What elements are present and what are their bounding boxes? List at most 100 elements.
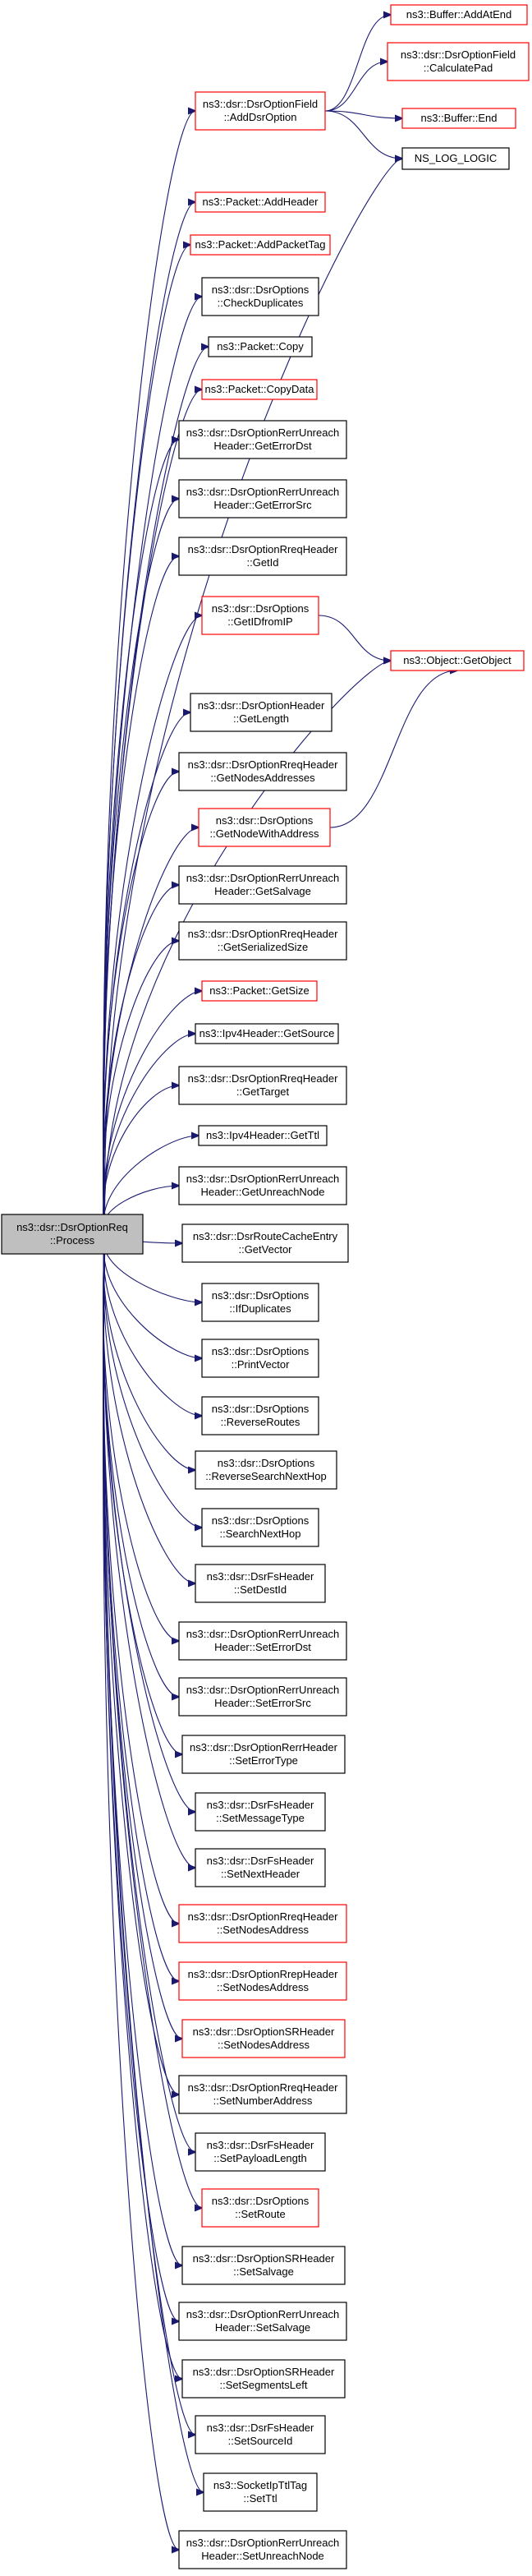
node-checkduplicates[interactable]: ns3::dsr::DsrOptions::CheckDuplicates	[201, 277, 319, 316]
node-getsource[interactable]: ns3::Ipv4Header::GetSource	[195, 1023, 339, 1044]
node-gettarget[interactable]: ns3::dsr::DsrOptionRreqHeader::GetTarget	[178, 1066, 347, 1105]
node-searchnexthop[interactable]: ns3::dsr::DsrOptions::SearchNextHop	[201, 1508, 319, 1547]
node-rerr-geterrorsrc[interactable]: ns3::dsr::DsrOptionRerrUnreachHeader::Ge…	[178, 479, 347, 518]
node-box[interactable]	[178, 921, 347, 961]
node-getobject[interactable]: ns3::Object::GetObject	[390, 650, 525, 671]
node-box[interactable]	[178, 479, 347, 518]
node-box[interactable]	[208, 336, 313, 357]
node-rreq-setnodesaddress[interactable]: ns3::dsr::DsrOptionRreqHeader::SetNodesA…	[178, 1904, 347, 1943]
node-addheader[interactable]: ns3::Packet::AddHeader	[195, 191, 326, 213]
node-box[interactable]	[1, 1214, 144, 1255]
node-getnodesaddresses[interactable]: ns3::dsr::DsrOptionRreqHeader::GetNodesA…	[178, 752, 347, 791]
node-setttl[interactable]: ns3::SocketIpTtlTag::SetTtl	[203, 2472, 318, 2512]
node-rrep-setnodesaddress[interactable]: ns3::dsr::DsrOptionRrepHeader::SetNodesA…	[178, 1961, 347, 2001]
node-box[interactable]	[195, 1792, 326, 1832]
node-box[interactable]	[198, 808, 331, 847]
node-box[interactable]	[178, 2302, 347, 2341]
node-copy[interactable]: ns3::Packet::Copy	[208, 336, 313, 357]
node-setdestid[interactable]: ns3::dsr::DsrFsHeader::SetDestId	[195, 1564, 326, 1603]
node-setsourceid[interactable]: ns3::dsr::DsrFsHeader::SetSourceId	[195, 2415, 326, 2454]
node-getunreachnode[interactable]: ns3::dsr::DsrOptionRerrUnreachHeader::Ge…	[178, 1166, 347, 1205]
node-getvector[interactable]: ns3::dsr::DsrRouteCacheEntry::GetVector	[181, 1223, 349, 1263]
node-copydata[interactable]: ns3::Packet::CopyData	[201, 379, 318, 400]
node-box[interactable]	[195, 2132, 326, 2172]
node-box[interactable]	[201, 1396, 319, 1435]
node-getnodewithaddress[interactable]: ns3::dsr::DsrOptions::GetNodeWithAddress	[198, 808, 331, 847]
node-rerr-seterrordst[interactable]: ns3::dsr::DsrOptionRerrUnreachHeader::Se…	[178, 1621, 347, 1661]
node-box[interactable]	[195, 2415, 326, 2454]
node-box[interactable]	[190, 693, 332, 732]
node-adddsroption[interactable]: ns3::dsr::DsrOptionField::AddDsrOption	[195, 91, 326, 131]
node-box[interactable]	[401, 108, 516, 129]
node-reversesearchnexthop[interactable]: ns3::dsr::DsrOptions::ReverseSearchNextH…	[195, 1450, 337, 1490]
node-setmessagetype[interactable]: ns3::dsr::DsrFsHeader::SetMessageType	[195, 1792, 326, 1832]
node-box[interactable]	[201, 277, 319, 316]
node-seterrortype[interactable]: ns3::dsr::DsrOptionRerrHeader::SetErrorT…	[181, 1735, 346, 1774]
node-box[interactable]	[178, 2075, 347, 2114]
node-setpayloadlength[interactable]: ns3::dsr::DsrFsHeader::SetPayloadLength	[195, 2132, 326, 2172]
node-box[interactable]	[178, 1677, 347, 1717]
node-printvector[interactable]: ns3::dsr::DsrOptions::PrintVector	[201, 1339, 319, 1378]
node-addpackettag[interactable]: ns3::Packet::AddPacketTag	[190, 234, 331, 256]
node-box[interactable]	[178, 420, 347, 459]
node-root[interactable]: ns3::dsr::DsrOptionReq::Process	[1, 1214, 144, 1255]
node-box[interactable]	[178, 865, 347, 905]
node-setsegmentsleft[interactable]: ns3::dsr::DsrOptionSRHeader::SetSegments…	[181, 2359, 346, 2399]
node-getidfromip[interactable]: ns3::dsr::DsrOptions::GetIDfromIP	[201, 596, 319, 635]
node-rerr-getsalvage[interactable]: ns3::dsr::DsrOptionRerrUnreachHeader::Ge…	[178, 865, 347, 905]
node-box[interactable]	[178, 1961, 347, 2001]
node-box[interactable]	[178, 1066, 347, 1105]
node-rerr-geterrordst[interactable]: ns3::dsr::DsrOptionRerrUnreachHeader::Ge…	[178, 420, 347, 459]
node-box[interactable]	[190, 234, 331, 256]
node-ifduplicates[interactable]: ns3::dsr::DsrOptions::IfDuplicates	[201, 1283, 319, 1322]
node-box[interactable]	[178, 1904, 347, 1943]
node-setnumberaddress[interactable]: ns3::dsr::DsrOptionRreqHeader::SetNumber…	[178, 2075, 347, 2114]
node-box[interactable]	[195, 91, 326, 131]
node-box[interactable]	[201, 1339, 319, 1378]
node-box[interactable]	[181, 1735, 346, 1774]
node-sr-setnodesaddress[interactable]: ns3::dsr::DsrOptionSRHeader::SetNodesAdd…	[181, 2019, 346, 2058]
node-box[interactable]	[195, 1848, 326, 1887]
node-setunreachnode[interactable]: ns3::dsr::DsrOptionRerrUnreachHeader::Se…	[178, 2530, 347, 2569]
node-box[interactable]	[178, 752, 347, 791]
node-bufferend[interactable]: ns3::Buffer::End	[401, 108, 516, 129]
node-box[interactable]	[195, 1023, 339, 1044]
node-setroute[interactable]: ns3::dsr::DsrOptions::SetRoute	[201, 2188, 319, 2228]
node-rerr-seterrorsrc[interactable]: ns3::dsr::DsrOptionRerrUnreachHeader::Se…	[178, 1677, 347, 1717]
node-box[interactable]	[181, 2359, 346, 2399]
node-box[interactable]	[198, 1125, 328, 1146]
node-box[interactable]	[201, 1508, 319, 1547]
node-box[interactable]	[203, 2472, 318, 2512]
node-box[interactable]	[201, 2188, 319, 2228]
node-box[interactable]	[390, 650, 525, 671]
node-sr-setsalvage[interactable]: ns3::dsr::DsrOptionSRHeader::SetSalvage	[181, 2246, 346, 2285]
node-box[interactable]	[201, 379, 318, 400]
node-getlength[interactable]: ns3::dsr::DsrOptionHeader::GetLength	[190, 693, 332, 732]
node-getttl[interactable]: ns3::Ipv4Header::GetTtl	[198, 1125, 328, 1146]
node-box[interactable]	[178, 1621, 347, 1661]
node-box[interactable]	[178, 2530, 347, 2569]
node-box[interactable]	[201, 596, 319, 635]
node-box[interactable]	[201, 1283, 319, 1322]
node-box[interactable]	[401, 147, 510, 170]
node-box[interactable]	[195, 1450, 337, 1490]
node-calculatepad[interactable]: ns3::dsr::DsrOptionField::CalculatePad	[387, 42, 530, 81]
node-reverseroutes[interactable]: ns3::dsr::DsrOptions::ReverseRoutes	[201, 1396, 319, 1435]
node-box[interactable]	[181, 1223, 349, 1263]
node-box[interactable]	[181, 2246, 346, 2285]
node-box[interactable]	[178, 537, 347, 576]
node-box[interactable]	[181, 2019, 346, 2058]
node-getserializedsize[interactable]: ns3::dsr::DsrOptionRreqHeader::GetSerial…	[178, 921, 347, 961]
node-rreq-getid[interactable]: ns3::dsr::DsrOptionRreqHeader::GetId	[178, 537, 347, 576]
node-box[interactable]	[387, 42, 530, 81]
node-box[interactable]	[178, 1166, 347, 1205]
node-box[interactable]	[195, 191, 326, 213]
node-box[interactable]	[390, 4, 528, 25]
node-addatend[interactable]: ns3::Buffer::AddAtEnd	[390, 4, 528, 25]
node-setnextheader[interactable]: ns3::dsr::DsrFsHeader::SetNextHeader	[195, 1848, 326, 1887]
node-nslog[interactable]: NS_LOG_LOGIC	[401, 147, 510, 170]
node-rerr-setsalvage[interactable]: ns3::dsr::DsrOptionRerrUnreachHeader::Se…	[178, 2302, 347, 2341]
node-box[interactable]	[201, 980, 318, 1002]
node-getsize[interactable]: ns3::Packet::GetSize	[201, 980, 318, 1002]
node-box[interactable]	[195, 1564, 326, 1603]
